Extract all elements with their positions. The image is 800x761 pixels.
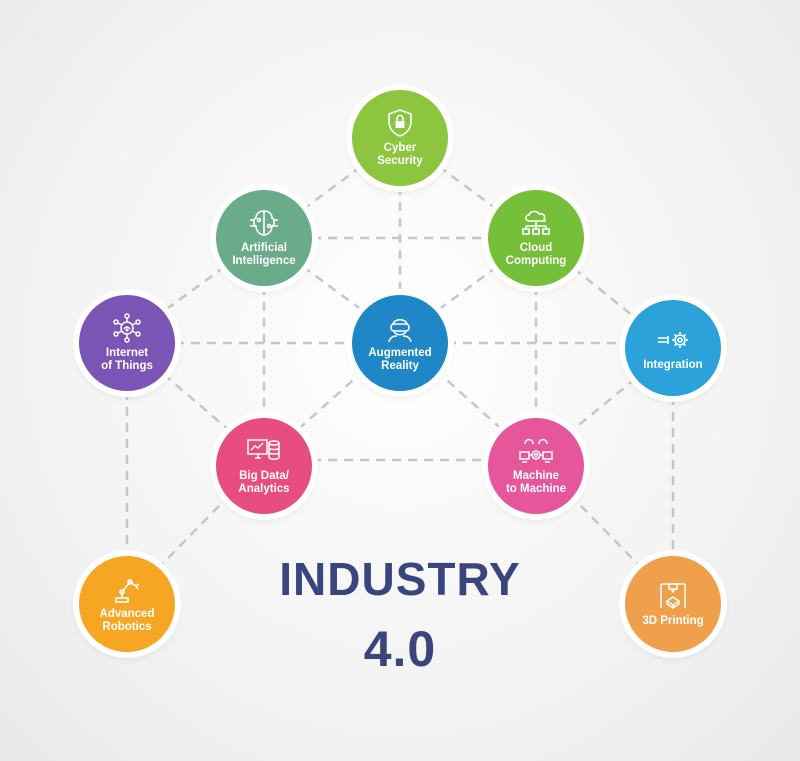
node-label: Advanced Robotics [99,608,155,633]
m2m-icon [519,436,553,466]
gear-plug-icon [656,325,690,355]
title-line1: INDUSTRY [279,553,521,605]
title-line2: 4.0 [363,621,437,677]
node-label: Machine to Machine [505,470,567,495]
vr-headset-icon [383,313,417,343]
node-augmented-reality[interactable]: Augmented Reality [352,295,448,391]
node-label: Augmented Reality [368,347,432,372]
cloud-network-icon [519,208,553,238]
node-integration[interactable]: Integration [625,300,721,396]
node-label: Big Data/ Analytics [238,470,290,495]
node-cyber-security[interactable]: Cyber Security [352,90,448,186]
node-label: 3D Printing [642,614,704,627]
node-label: Internet of Things [101,347,153,372]
3d-printer-icon [656,581,690,611]
robot-arm-icon [110,574,144,604]
node-artificial-intelligence[interactable]: Artificial Intelligence [216,190,312,286]
node-cloud-computing[interactable]: Cloud Computing [488,190,584,286]
node-machine-to-machine[interactable]: Machine to Machine [488,418,584,514]
node-internet-of-things[interactable]: Internet of Things [79,295,175,391]
node-label: Cloud Computing [505,242,567,267]
node-big-data-analytics[interactable]: Big Data/ Analytics [216,418,312,514]
node-label: Artificial Intelligence [232,242,296,267]
node-label: Integration [643,358,703,371]
iot-network-icon [110,313,144,343]
node-label: Cyber Security [377,142,423,167]
node-3d-printing[interactable]: 3D Printing [625,556,721,652]
brain-chip-icon [247,208,281,238]
shield-lock-icon [383,108,417,138]
monitor-database-icon [247,436,281,466]
node-advanced-robotics[interactable]: Advanced Robotics [79,556,175,652]
